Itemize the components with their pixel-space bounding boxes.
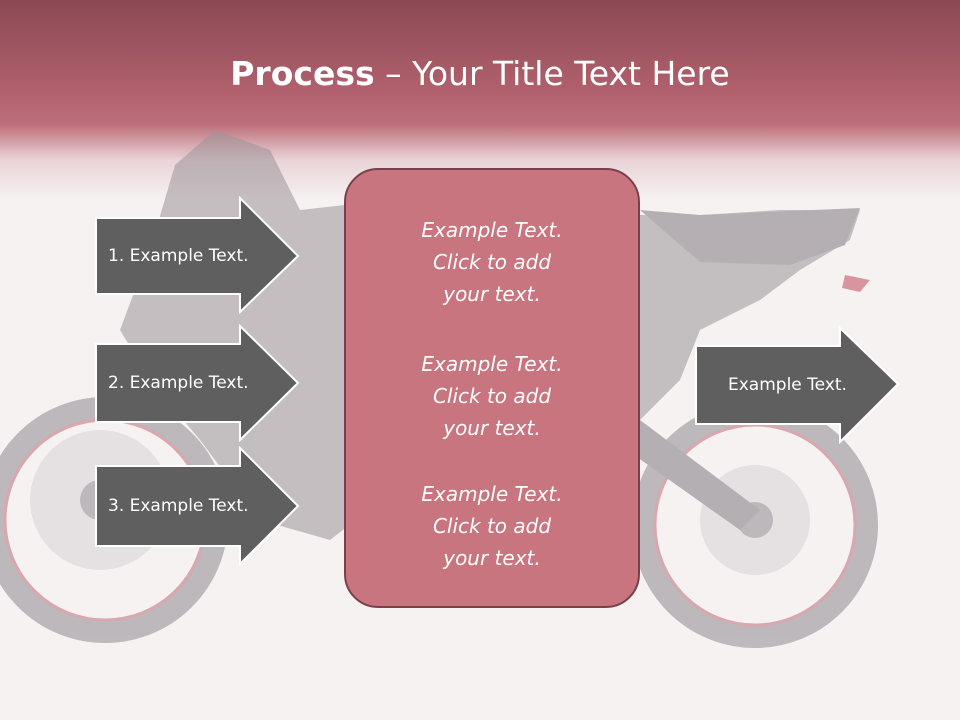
center-text-box[interactable]: Example Text. Click to add your text. Ex… — [344, 168, 640, 608]
block-1-line-1: Example Text. — [421, 218, 563, 242]
block-2-line-1: Example Text. — [421, 352, 563, 376]
arrow-right-shape-icon — [95, 324, 300, 442]
result-arrow[interactable]: Example Text. — [694, 326, 900, 444]
arrow-right-shape-icon — [695, 326, 900, 444]
center-text-block-3: Example Text. Click to add your text. — [346, 478, 638, 574]
block-3-line-1: Example Text. — [421, 482, 563, 506]
page-title: Process – Your Title Text Here — [0, 52, 960, 96]
step-arrow-2[interactable]: 2. Example Text. — [94, 324, 300, 442]
step-arrow-3-label: 3. Example Text. — [108, 496, 249, 516]
block-1-line-3: your text. — [443, 282, 541, 306]
block-1-line-2: Click to add — [432, 250, 552, 274]
block-3-line-2: Click to add — [432, 514, 552, 538]
title-bold-part: Process — [230, 54, 375, 93]
block-2-line-2: Click to add — [432, 384, 552, 408]
step-arrow-2-label: 2. Example Text. — [108, 373, 249, 393]
block-3-line-3: your text. — [443, 546, 541, 570]
step-arrow-3[interactable]: 3. Example Text. — [94, 446, 300, 566]
step-arrow-1-label: 1. Example Text. — [108, 246, 249, 266]
step-arrow-1[interactable]: 1. Example Text. — [94, 196, 300, 314]
arrow-right-shape-icon — [95, 446, 300, 566]
title-rest-part: – Your Title Text Here — [374, 54, 730, 93]
block-2-line-3: your text. — [443, 416, 541, 440]
center-text-block-2: Example Text. Click to add your text. — [346, 348, 638, 444]
header-band — [0, 0, 960, 200]
center-text-block-1: Example Text. Click to add your text. — [346, 214, 638, 310]
arrow-right-shape-icon — [95, 196, 300, 314]
result-arrow-label: Example Text. — [728, 375, 847, 395]
